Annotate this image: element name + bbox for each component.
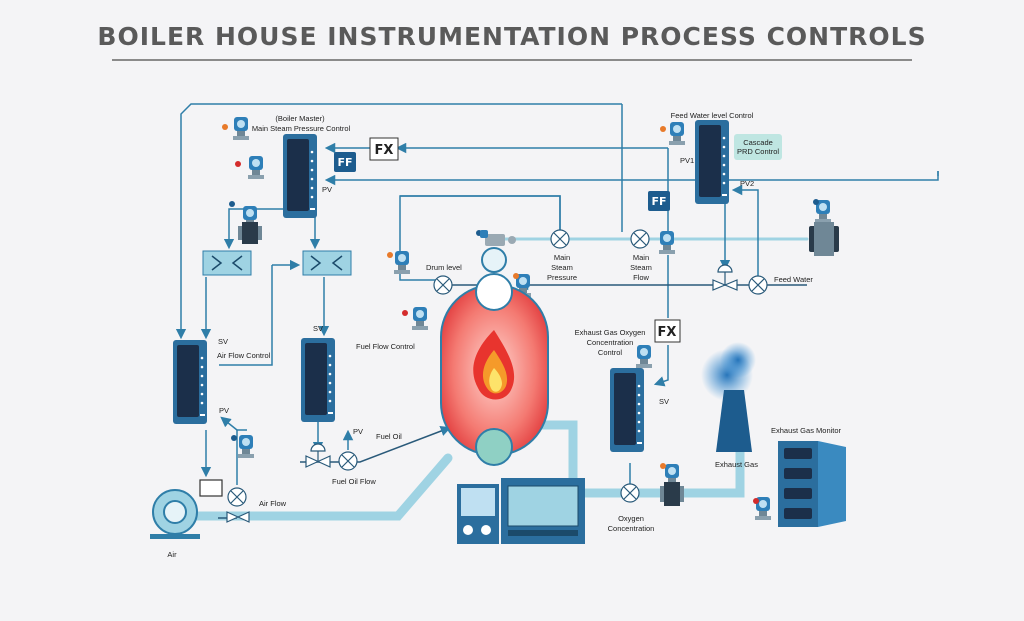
air-pressure-transmitter-icon	[238, 435, 254, 458]
air-flow-controller	[173, 340, 207, 424]
feed-water-transmitter-icon	[669, 122, 685, 145]
temperature-transmitter-icon	[248, 156, 264, 179]
summer-block-right	[302, 250, 352, 276]
svg-text:FF: FF	[651, 195, 666, 208]
oxygen-probe-icon	[636, 345, 652, 368]
svg-text:SV: SV	[218, 337, 228, 346]
svg-text:PRD Control: PRD Control	[737, 147, 779, 156]
svg-text:Oxygen: Oxygen	[618, 514, 644, 523]
boiler-drum	[440, 247, 549, 466]
svg-text:(Boiler Master): (Boiler Master)	[275, 114, 325, 123]
drum-level-transmitter-icon	[394, 251, 410, 274]
summer-block-left	[202, 250, 252, 276]
feed-water-flowmeter	[809, 222, 839, 256]
svg-text:Exhaust Gas Monitor: Exhaust Gas Monitor	[771, 426, 842, 435]
svg-text:Steam: Steam	[551, 263, 573, 272]
chimney	[701, 342, 756, 452]
svg-text:Air Flow: Air Flow	[259, 499, 287, 508]
svg-text:Flow: Flow	[633, 273, 649, 282]
cascade-prd-box: Cascade PRD Control	[734, 134, 782, 160]
svg-text:PV1: PV1	[680, 156, 694, 165]
steam-header-transmitter-icon	[480, 230, 516, 246]
svg-text:Feed Water level Control: Feed Water level Control	[671, 111, 754, 120]
ff-block-left: FF	[334, 152, 356, 172]
svg-text:FF: FF	[337, 156, 352, 169]
ff-block-right: FF	[648, 191, 670, 211]
svg-text:Concentration: Concentration	[608, 524, 655, 533]
svg-text:Exhaust Gas Oxygen: Exhaust Gas Oxygen	[575, 328, 646, 337]
svg-text:Main: Main	[554, 253, 570, 262]
svg-text:SV: SV	[313, 324, 323, 333]
svg-text:Pressure: Pressure	[547, 273, 577, 282]
main-steam-flowmeter-icon	[659, 231, 675, 254]
svg-text:PV: PV	[353, 427, 363, 436]
svg-text:FX: FX	[658, 325, 677, 340]
svg-text:Main: Main	[633, 253, 649, 262]
steam-pressure-transmitter-icon	[233, 117, 249, 140]
air-flowmeter	[238, 222, 262, 244]
svg-text:Main Steam Pressure Control: Main Steam Pressure Control	[252, 124, 351, 133]
svg-text:Fuel Oil: Fuel Oil	[376, 432, 402, 441]
exhaust-gas-monitor-cabinet	[778, 441, 846, 527]
svg-text:PV2: PV2	[740, 179, 754, 188]
fx-block-top: FX	[369, 137, 399, 161]
air-fan	[150, 489, 200, 539]
svg-text:PV: PV	[322, 185, 332, 194]
svg-text:Concentration: Concentration	[587, 338, 634, 347]
svg-text:Steam: Steam	[630, 263, 652, 272]
svg-text:Drum level: Drum level	[426, 263, 462, 272]
svg-text:Exhaust Gas: Exhaust Gas	[715, 460, 758, 469]
diagram-labels: (Boiler Master) Main Steam Pressure Cont…	[167, 111, 841, 559]
svg-text:Feed Water: Feed Water	[774, 275, 813, 284]
control-valves	[199, 264, 738, 523]
feed-water-level-controller	[695, 120, 729, 204]
fuel-oil-valve	[305, 443, 331, 468]
svg-text:SV: SV	[659, 397, 669, 406]
svg-text:Cascade: Cascade	[743, 138, 773, 147]
fx-block-right: FX	[654, 319, 681, 343]
feed-water-valve	[712, 264, 738, 291]
flame-icon	[473, 330, 515, 400]
air-damper-valve	[226, 511, 250, 523]
burner-equipment	[457, 478, 585, 544]
svg-text:FX: FX	[375, 143, 394, 158]
page-title: BOILER HOUSE INSTRUMENTATION PROCESS CON…	[97, 22, 927, 51]
status-dots	[222, 124, 819, 504]
svg-text:Control: Control	[598, 348, 623, 357]
flow-elements	[227, 229, 768, 507]
title-underline	[112, 59, 912, 61]
svg-text:Fuel Oil Flow: Fuel Oil Flow	[332, 477, 376, 486]
svg-text:PV: PV	[219, 406, 229, 415]
svg-text:Air: Air	[167, 550, 177, 559]
svg-text:Fuel Flow Control: Fuel Flow Control	[356, 342, 415, 351]
drum-sensor-icon	[412, 307, 428, 330]
oxygen-flowmeter	[660, 482, 684, 506]
oxygen-concentration-controller	[610, 368, 644, 452]
main-steam-pressure-controller	[283, 134, 317, 218]
signal-lines	[175, 103, 939, 485]
svg-text:Air Flow Control: Air Flow Control	[217, 351, 271, 360]
fuel-flow-controller	[301, 338, 335, 422]
